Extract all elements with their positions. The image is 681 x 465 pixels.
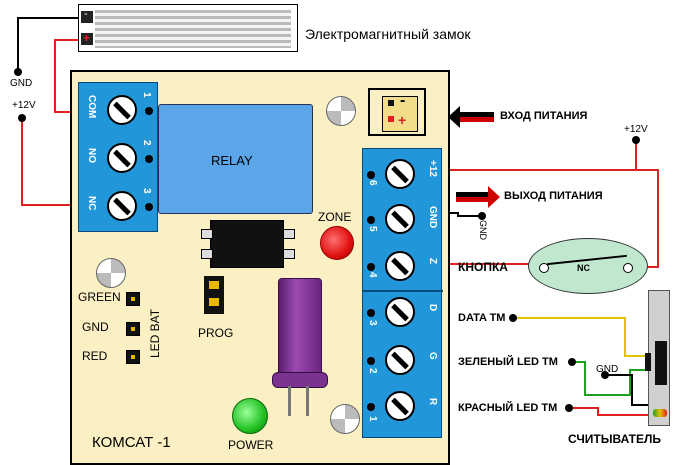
term-label-r: R xyxy=(427,398,438,406)
reader-data-label: DATA TM xyxy=(458,312,506,324)
power-in-minus: - xyxy=(400,92,406,109)
mount-hole-top xyxy=(326,96,356,126)
term-label-gnd: GND xyxy=(427,206,438,229)
relay-no-label: NO xyxy=(86,148,97,163)
reader-red-label: КРАСНЫЙ LED TM xyxy=(458,402,558,414)
lock-title: Электромагнитный замок xyxy=(305,26,471,42)
prog-label: PROG xyxy=(198,326,234,340)
ledbat-side: LED BAT xyxy=(148,308,162,358)
relay-nc-label: NC xyxy=(86,196,97,211)
ledbat-green: GREEN xyxy=(78,290,121,304)
button-nc: NC xyxy=(577,263,590,273)
relay-screw-no xyxy=(107,143,137,173)
terminal-screw-z xyxy=(385,251,415,281)
power-in-label: ВХОД ПИТАНИЯ xyxy=(500,110,588,122)
reader-device xyxy=(645,290,670,426)
reader-gnd-wire xyxy=(608,374,652,406)
reader-green-label: ЗЕЛЕНЫЙ LED TM xyxy=(458,356,558,368)
power-out-gnd: GND xyxy=(478,220,488,240)
ledbat-pin-green xyxy=(126,292,140,306)
terminal-screw-g xyxy=(385,345,415,375)
term-num-5: 5 xyxy=(367,226,378,232)
power-out-label: ВЫХОД ПИТАНИЯ xyxy=(504,190,603,202)
term-label-g: G xyxy=(427,352,438,360)
power-in-plus: + xyxy=(398,112,407,128)
button-switch: NC xyxy=(528,238,648,294)
relay: RELAY xyxy=(158,104,313,214)
relay-num-3: 3 xyxy=(141,188,152,194)
electromagnetic-lock: - + xyxy=(78,4,298,52)
data-wire xyxy=(516,317,652,357)
left-plus12-label: +12V xyxy=(12,100,36,111)
relay-num-1: 1 xyxy=(141,92,152,98)
relay-com-label: COM xyxy=(86,95,97,119)
power-led-label: POWER xyxy=(228,438,274,452)
relay-num-2: 2 xyxy=(141,140,152,146)
ledbat-red: RED xyxy=(82,349,108,363)
term-label-z: Z xyxy=(427,258,438,265)
relay-label: RELAY xyxy=(211,153,253,168)
terminal-screw-r xyxy=(385,391,415,421)
term-label-d: D xyxy=(427,304,438,312)
reader-title: СЧИТЫВАТЕЛЬ xyxy=(568,432,662,446)
power-led xyxy=(232,398,268,434)
lock-minus: - xyxy=(84,8,88,20)
button-label: КНОПКА xyxy=(458,260,508,274)
capacitor xyxy=(278,278,322,388)
terminal-screw-plus12 xyxy=(385,159,415,189)
left-gnd-label: GND xyxy=(10,78,33,89)
mount-hole-bottom xyxy=(330,404,360,434)
main-terminal-block xyxy=(362,148,443,438)
relay-terminal-block xyxy=(78,82,158,232)
power-out-wire xyxy=(418,169,659,268)
right-plus12-label: +12V xyxy=(624,124,648,135)
terminal-screw-d xyxy=(385,297,415,327)
green-led-wire xyxy=(572,361,654,396)
ledbat-pin-red xyxy=(126,350,140,364)
reader-gnd-label: GND xyxy=(596,364,619,375)
term-num-3: 3 xyxy=(367,320,378,326)
term-num-4: 4 xyxy=(367,272,378,278)
power-out-arrow xyxy=(456,192,490,202)
term-num-6: 6 xyxy=(367,180,378,186)
lock-plus: + xyxy=(83,31,91,45)
term-num-1: 1 xyxy=(367,416,378,422)
board-name: КОМСАТ -1 xyxy=(92,434,171,451)
relay-screw-nc xyxy=(107,191,137,221)
red-led-wire xyxy=(570,407,648,416)
optocoupler-chip xyxy=(201,220,295,268)
prog-jumper xyxy=(204,276,224,314)
term-num-2: 2 xyxy=(367,368,378,374)
terminal-screw-gnd xyxy=(385,204,415,234)
mount-hole-left xyxy=(96,258,126,288)
ledbat-gnd: GND xyxy=(82,320,109,334)
zone-label: ZONE xyxy=(318,210,352,224)
zone-led xyxy=(320,226,354,260)
power-in-arrow xyxy=(456,112,494,122)
lock-gnd-wire xyxy=(17,17,78,72)
term-label-plus12: +12 xyxy=(427,160,438,177)
relay-screw-com xyxy=(107,95,137,125)
power-input-connector: - + xyxy=(368,88,426,136)
ledbat-pin-gnd xyxy=(126,322,140,336)
